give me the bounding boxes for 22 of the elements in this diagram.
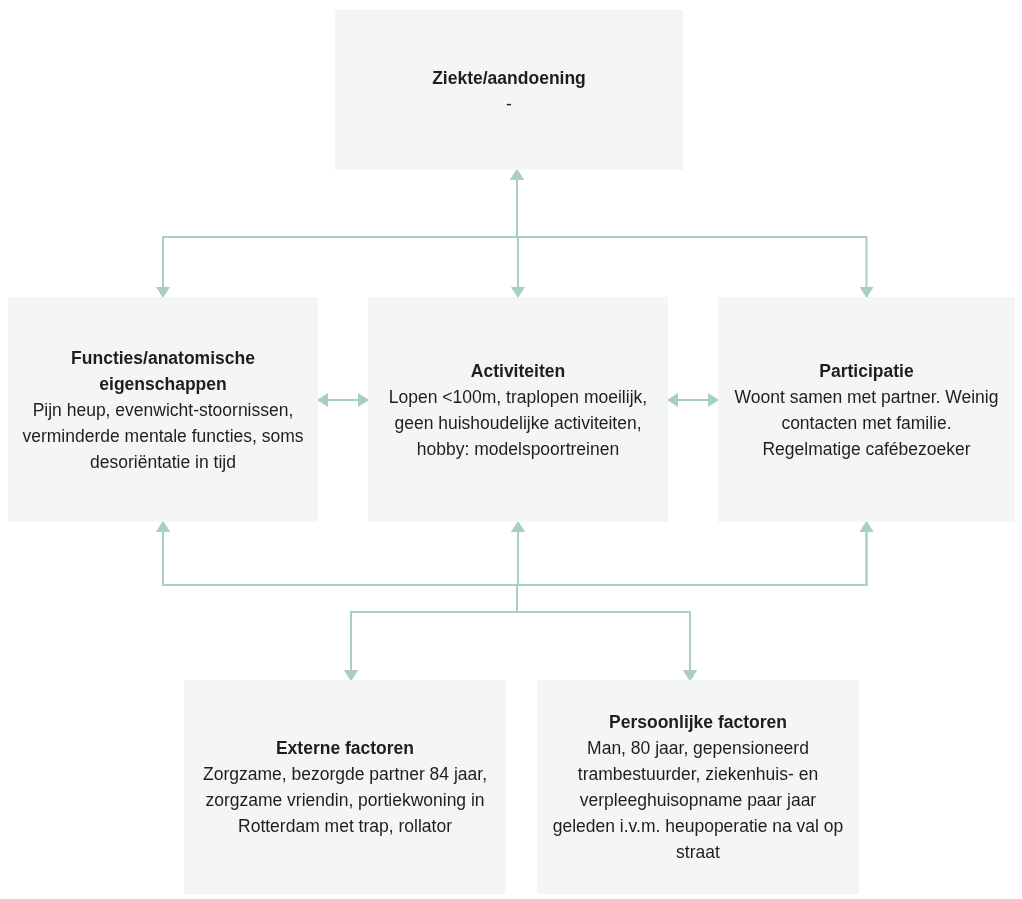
box-description: Zorgzame, bezorgde partner 84 jaar, zorgzame vriendin, portiekwoning in Rotterdam met trap, rollator <box>201 763 489 838</box>
text-box <box>718 297 1015 522</box>
box-heading: Participatie <box>819 359 914 383</box>
text-box <box>8 297 318 522</box>
box-description: Pijn heup, evenwicht-stoornissen, verminderde mentale functies, soms desoriëntatie in tijd <box>22 398 304 474</box>
box-description: Man, 80 jaar, gepensioneerd trambestuurder, ziekenhuis- en verpleeghuisopname paar jaar geleden i.v.m. heupoperatie na val op straat <box>551 737 845 864</box>
box-description: Lopen <100m, traplopen moeilijk, geen huishoudelijke activiteiten, hobby: modelspoortreinen <box>387 385 649 461</box>
box-heading: Externe factoren <box>275 737 415 760</box>
box-heading: Activiteiten <box>470 359 566 383</box>
box-description: - <box>506 93 512 116</box>
text-box <box>184 680 506 894</box>
arrow <box>667 393 719 407</box>
text-box <box>368 297 668 522</box>
arrow <box>516 521 874 681</box>
arrow <box>317 393 369 407</box>
box-heading: Ziekte/aandoening <box>432 67 586 90</box>
text-box <box>335 10 683 170</box>
arrow <box>510 169 874 298</box>
text-box <box>537 680 859 894</box>
box-heading: Functies/anatomische eigenschappen <box>70 346 256 396</box>
box-description: Woont samen met partner. Weinig contacten met familie. Regelmatige cafébezoeker <box>733 385 1000 461</box>
box-heading: Persoonlijke factoren <box>609 711 787 734</box>
